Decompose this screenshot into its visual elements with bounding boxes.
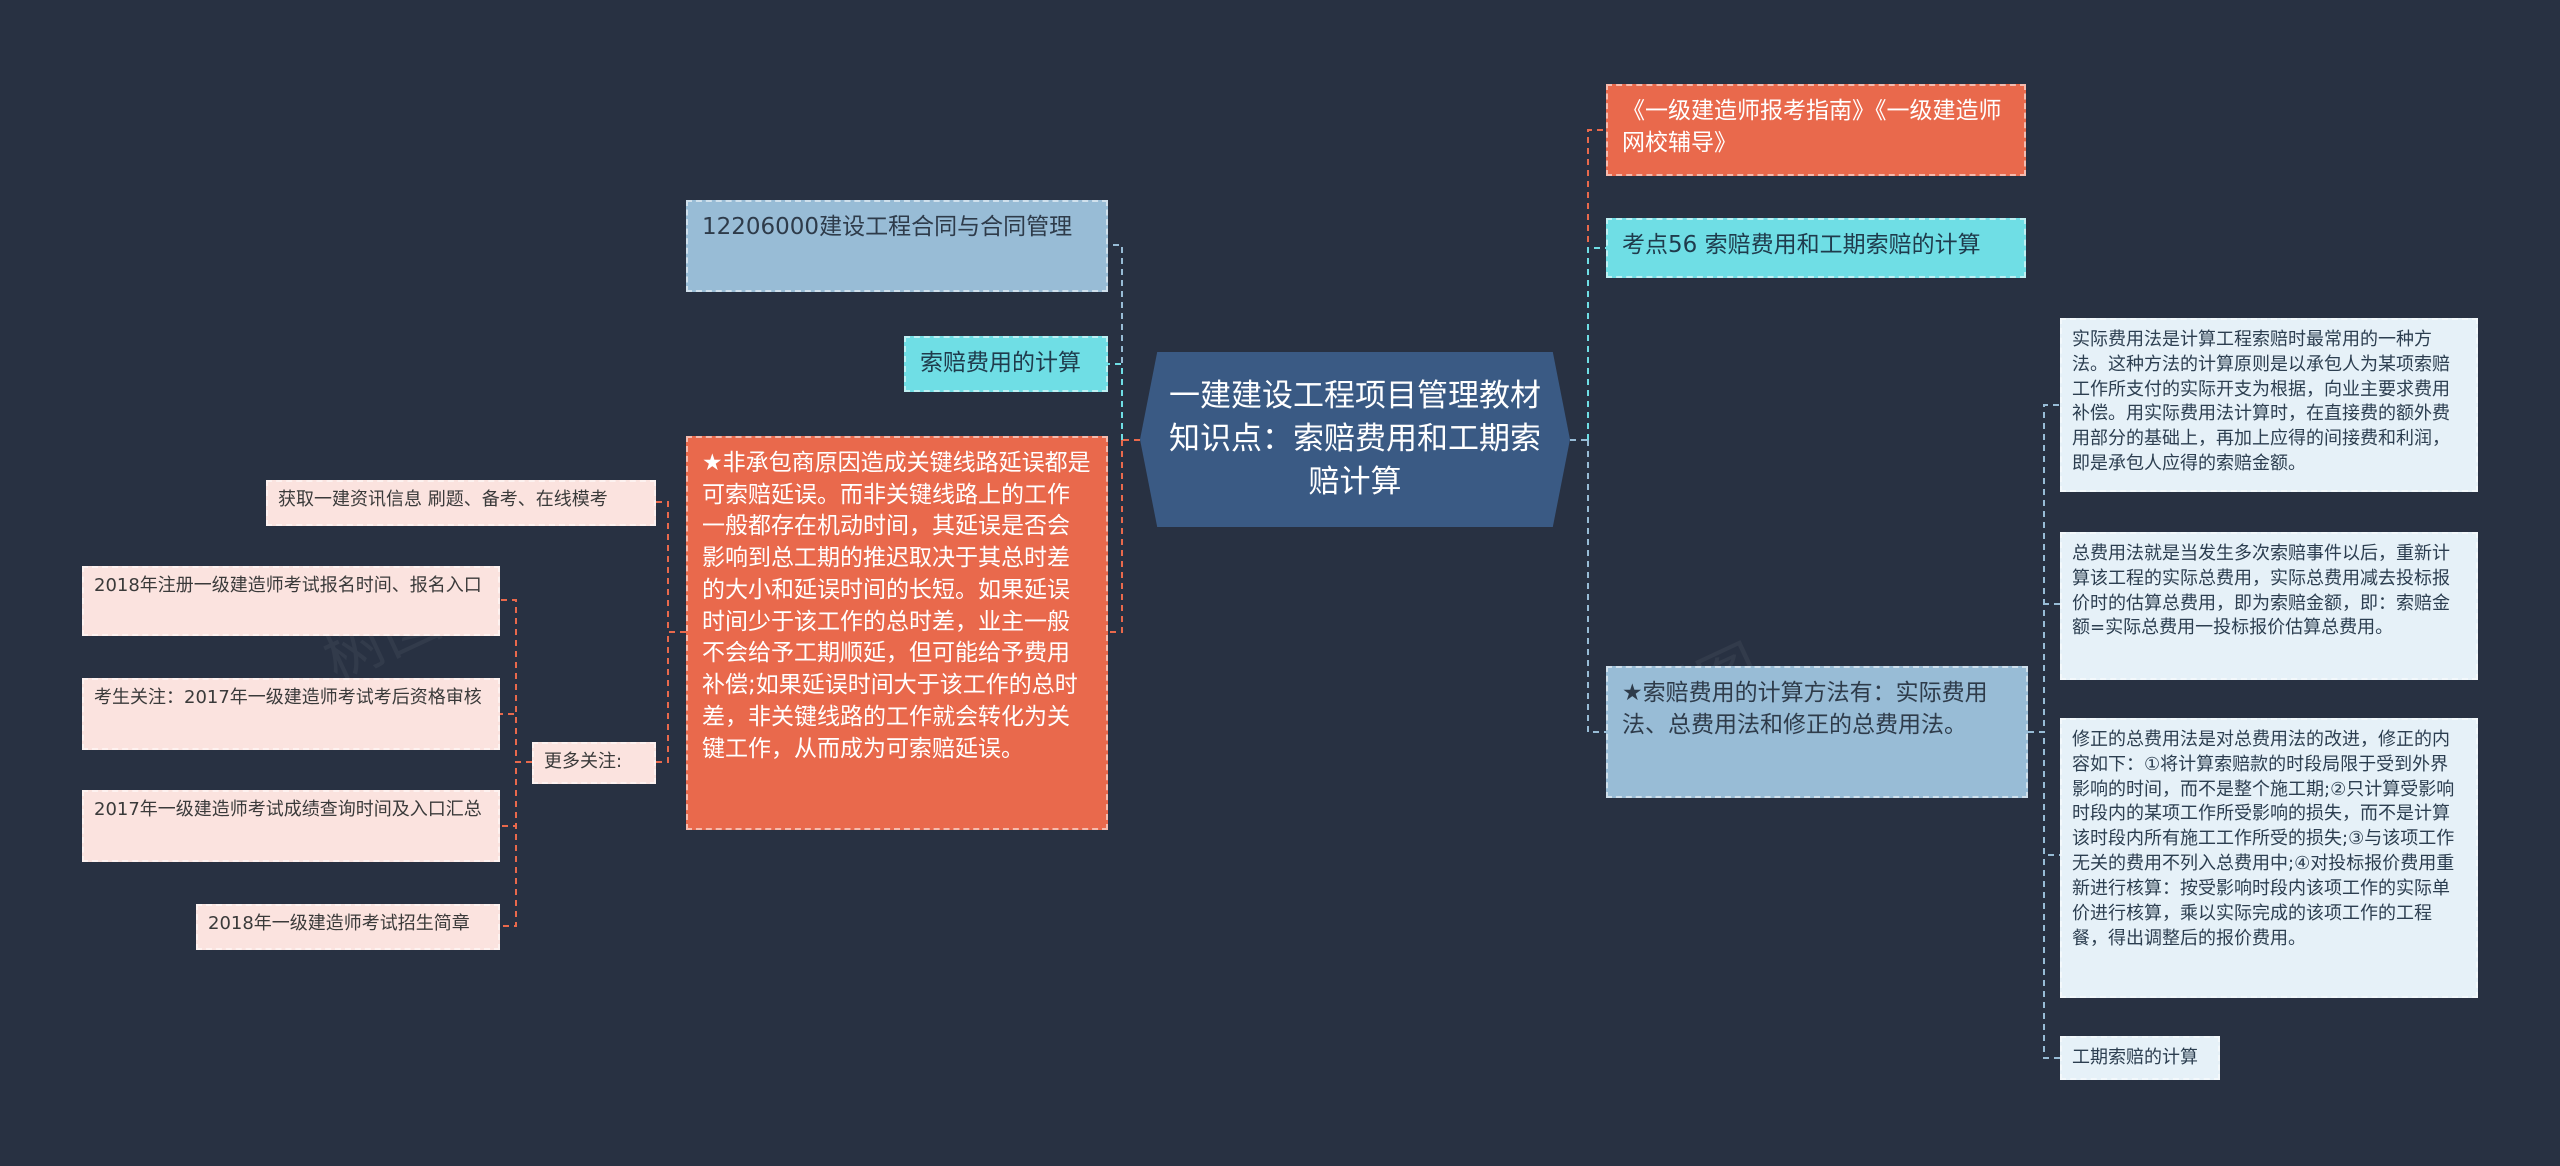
node-delay-explanation[interactable]: ★非承包商原因造成关键线路延误都是可索赔延误。而非关键线路上的工作一般都存在机动… (686, 436, 1108, 830)
node-more-attention-text: 更多关注: (544, 751, 623, 772)
node-more-item-1-text: 2018年注册一级建造师考试报名时间、报名入口 (94, 575, 482, 596)
link-methods-detail-4 (2028, 731, 2060, 1059)
node-more-attention[interactable]: 更多关注: (532, 742, 656, 784)
node-contract-management[interactable]: 12206000建设工程合同与合同管理 (686, 200, 1108, 292)
node-info-link[interactable]: 获取一建资讯信息 刷题、备考、在线模考 (266, 480, 656, 526)
node-duration-claim-calculation-text: 工期索赔的计算 (2072, 1047, 2198, 1068)
node-actual-cost-method[interactable]: 实际费用法是计算工程索赔时最常用的一种方法。这种方法的计算原则是以承包人为某项索… (2060, 318, 2478, 492)
node-info-link-text: 获取一建资讯信息 刷题、备考、在线模考 (278, 489, 608, 510)
central-topic[interactable]: 一建建设工程项目管理教材知识点：索赔费用和工期索赔计算 (1140, 352, 1570, 527)
link-more-item-2 (500, 713, 532, 763)
node-calculation-methods[interactable]: ★索赔费用的计算方法有：实际费用法、总费用法和修正的总费用法。 (1606, 666, 2028, 798)
node-more-item-2-text: 考生关注：2017年一级建造师考试考后资格审核 (94, 687, 482, 708)
node-more-item-4-text: 2018年一级建造师考试招生简章 (208, 913, 470, 934)
node-more-item-4[interactable]: 2018年一级建造师考试招生简章 (196, 904, 500, 950)
node-more-item-3-text: 2017年一级建造师考试成绩查询时间及入口汇总 (94, 799, 482, 820)
node-total-cost-method[interactable]: 总费用法就是当发生多次索赔事件以后，重新计算该工程的实际总费用，实际总费用减去投… (2060, 532, 2478, 680)
link-methods-detail-1 (2028, 404, 2060, 733)
link-left-calc (1108, 363, 1123, 440)
central-topic-text: 一建建设工程项目管理教材知识点：索赔费用和工期索赔计算 (1169, 378, 1541, 500)
node-topic-56-text: 考点56 索赔费用和工期索赔的计算 (1622, 232, 1981, 258)
node-delay-explanation-text: ★非承包商原因造成关键线路延误都是可索赔延误。而非关键线路上的工作一般都存在机动… (702, 450, 1091, 762)
link-delay-info (656, 501, 686, 633)
node-calculation-methods-text: ★索赔费用的计算方法有：实际费用法、总费用法和修正的总费用法。 (1622, 680, 1988, 738)
node-actual-cost-method-text: 实际费用法是计算工程索赔时最常用的一种方法。这种方法的计算原则是以承包人为某项索… (2072, 329, 2450, 475)
node-exam-guide[interactable]: 《一级建造师报考指南》《一级建造师网校辅导》 (1606, 84, 2026, 176)
node-claim-cost-calculation-text: 索赔费用的计算 (920, 350, 1081, 376)
node-contract-management-text: 12206000建设工程合同与合同管理 (702, 214, 1073, 240)
link-delay-more (656, 631, 686, 763)
node-more-item-3[interactable]: 2017年一级建造师考试成绩查询时间及入口汇总 (82, 790, 500, 862)
link-right-guide (1587, 129, 1606, 440)
node-more-item-2[interactable]: 考生关注：2017年一级建造师考试考后资格审核 (82, 678, 500, 750)
link-methods-detail-2 (2028, 603, 2060, 733)
node-modified-total-cost-method[interactable]: 修正的总费用法是对总费用法的改进，修正的内容如下：①将计算索赔款的时段局限于受到… (2060, 718, 2478, 998)
link-left-contract (1108, 244, 1123, 440)
node-more-item-1[interactable]: 2018年注册一级建造师考试报名时间、报名入口 (82, 566, 500, 636)
link-left-delay (1108, 440, 1123, 633)
link-more-item-4 (500, 761, 532, 927)
node-duration-claim-calculation[interactable]: 工期索赔的计算 (2060, 1036, 2220, 1080)
link-right-topic (1587, 247, 1606, 440)
link-more-item-1 (500, 599, 532, 763)
node-modified-total-cost-method-text: 修正的总费用法是对总费用法的改进，修正的内容如下：①将计算索赔款的时段局限于受到… (2072, 729, 2455, 949)
node-total-cost-method-text: 总费用法就是当发生多次索赔事件以后，重新计算该工程的实际总费用，实际总费用减去投… (2072, 543, 2450, 639)
link-right-methods (1587, 440, 1606, 733)
node-exam-guide-text: 《一级建造师报考指南》《一级建造师网校辅导》 (1622, 98, 2002, 156)
node-topic-56[interactable]: 考点56 索赔费用和工期索赔的计算 (1606, 218, 2026, 278)
node-claim-cost-calculation[interactable]: 索赔费用的计算 (904, 336, 1108, 392)
